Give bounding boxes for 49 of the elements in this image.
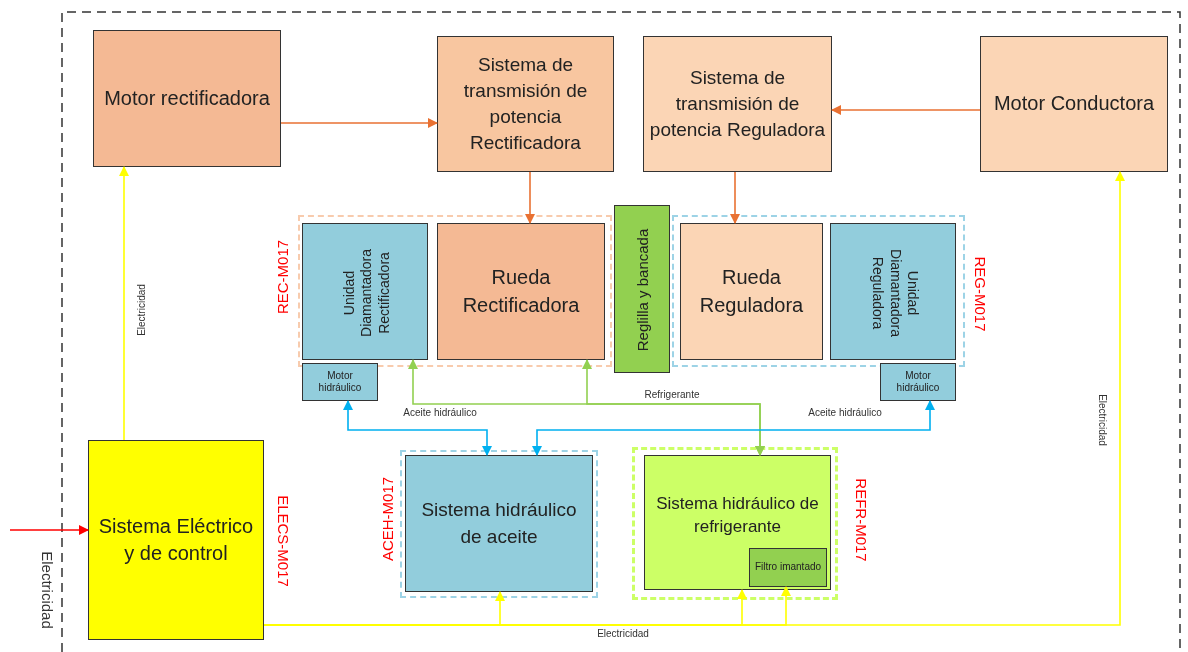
module-code-label: REFR-M017	[852, 478, 871, 562]
node-label: Sistema hidráulico de aceite	[420, 498, 578, 549]
module-code-label: ACEH-M017	[378, 476, 397, 562]
component-box	[749, 548, 827, 587]
component-box	[680, 223, 823, 360]
edge-label: Electricidad	[137, 282, 147, 338]
connector-arrow	[525, 171, 535, 224]
edge-label: Aceite hidráulico	[401, 408, 479, 418]
node-label: Sistema Eléctrico y de control	[97, 513, 255, 566]
connector-arrow	[582, 359, 765, 456]
component-box	[980, 36, 1168, 172]
node-label: Unidad Diamantadora Rectificadora	[339, 247, 392, 339]
node-label: Filtro imantado	[754, 561, 822, 574]
module-code-label: ELECS-M017	[274, 495, 293, 587]
component-box	[880, 363, 956, 401]
node-label: Motor rectificadora	[104, 85, 270, 111]
connector-arrow	[532, 400, 935, 456]
node-label: Motor Conductora	[993, 91, 1155, 117]
node-label: Rueda Reguladora	[698, 265, 805, 318]
component-box	[437, 36, 614, 172]
edge-label: Electricidad	[595, 629, 651, 639]
edge-label: Electricidad	[1097, 392, 1107, 448]
node-label: Unidad Diamantadora Reguladora	[868, 247, 921, 339]
connector-arrow	[9, 525, 89, 535]
side-label: Electricidad	[38, 551, 57, 629]
component-box	[302, 223, 428, 360]
connector-arrow	[730, 171, 740, 224]
component-box	[830, 223, 956, 360]
node-label: Reglilla y bancada	[633, 228, 652, 352]
component-box	[93, 30, 281, 167]
edge-label: Refrigerante	[642, 390, 702, 400]
connector-arrow	[343, 400, 492, 456]
node-label: Motor hidráulico	[317, 369, 363, 395]
component-box	[643, 36, 832, 172]
component-box	[302, 363, 378, 401]
module-code-label: REG-M017	[971, 256, 990, 332]
node-label: Motor hidráulico	[895, 369, 941, 395]
edge-label: Aceite hidráulico	[806, 408, 884, 418]
component-box	[644, 455, 831, 590]
node-label: Sistema de transmisión de potencia Rectificadora	[462, 52, 589, 156]
connector-arrow	[119, 166, 129, 441]
connector-arrow	[280, 118, 438, 128]
node-label: Sistema hidráulico de refrigerante	[655, 493, 820, 539]
component-box	[614, 205, 670, 373]
module-code-label: REC-M017	[273, 239, 292, 315]
connector-arrow	[831, 105, 981, 115]
node-label: Rueda Rectificadora	[461, 265, 581, 318]
component-box	[437, 223, 605, 360]
node-label: Sistema de transmisión de potencia Reguladora	[648, 65, 827, 143]
